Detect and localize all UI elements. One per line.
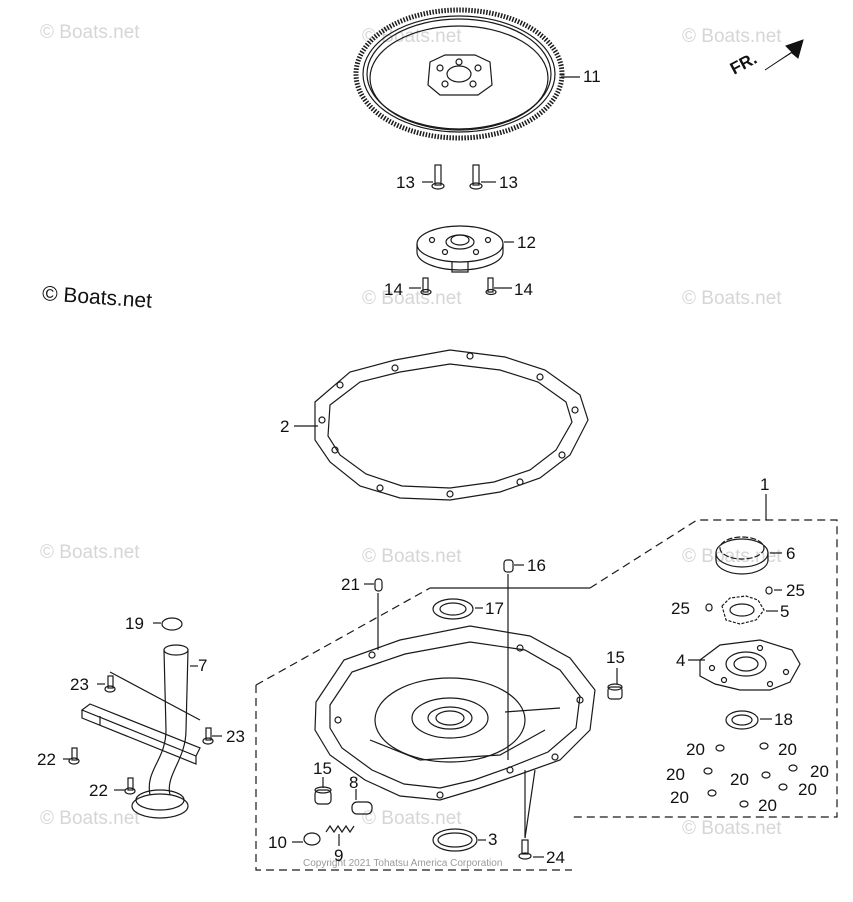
spring-9	[325, 824, 355, 834]
callout-15: 15	[606, 648, 625, 667]
dowel-pin-16	[503, 559, 514, 573]
callout-25: 25	[786, 581, 805, 600]
callout-23: 23	[70, 675, 89, 694]
inner-rotor-5	[721, 595, 765, 625]
callout-14: 14	[384, 280, 403, 299]
o-ring-3	[432, 828, 478, 852]
bolt-23-left	[104, 675, 116, 693]
callout-9: 9	[334, 846, 344, 865]
flywheel	[353, 7, 565, 141]
callout-3: 3	[488, 830, 498, 849]
watermark: © Boats.net	[40, 22, 140, 43]
callout-23: 23	[226, 727, 245, 746]
housing-gasket	[314, 349, 589, 501]
housing-case	[314, 625, 596, 801]
bolt-13-right	[469, 164, 483, 190]
watermark: © Boats.net	[40, 808, 140, 829]
callout-8: 8	[349, 773, 359, 792]
callout-6: 6	[786, 544, 796, 563]
callout-12: 12	[517, 233, 536, 252]
callout-2: 2	[280, 417, 290, 436]
watermark: © Boats.net	[682, 26, 782, 47]
callout-22: 22	[37, 750, 56, 769]
relief-valve-8	[351, 801, 373, 815]
callout-1: 1	[760, 475, 770, 494]
callout-20: 20	[758, 796, 777, 815]
bolt-23-right	[202, 727, 214, 745]
bolt-24	[518, 839, 532, 860]
callout-22: 22	[89, 781, 108, 800]
plug-15-left	[314, 786, 332, 805]
callout-10: 10	[268, 833, 287, 852]
strainer-bracket	[80, 671, 201, 765]
callout-4: 4	[676, 651, 686, 670]
callout-13: 13	[499, 173, 518, 192]
pump-cover-4	[699, 639, 801, 691]
bolt-22-top	[68, 747, 80, 765]
callout-24: 24	[546, 848, 565, 867]
drive-hub	[416, 225, 504, 273]
copyright-notice: Copyright 2021 Tohatsu America Corporati…	[303, 858, 503, 869]
callout-20: 20	[730, 770, 749, 789]
callout-15: 15	[313, 759, 332, 778]
oil-seal-18	[725, 710, 759, 730]
watermark: © Boats.net	[682, 288, 782, 309]
watermark: © Boats.net	[362, 546, 462, 567]
bolt-22-bottom	[124, 777, 136, 795]
callout-16: 16	[527, 556, 546, 575]
bolt-13-left	[431, 164, 445, 190]
o-ring-19	[161, 617, 183, 631]
callout-20: 20	[666, 765, 685, 784]
watermark: © Boats.net	[682, 546, 782, 567]
callout-13: 13	[396, 173, 415, 192]
callout-17: 17	[485, 599, 504, 618]
bolt-14-left	[420, 277, 432, 296]
screws-20	[703, 742, 798, 808]
pin-25-right	[765, 586, 773, 595]
callout-20: 20	[686, 740, 705, 759]
callout-11: 11	[583, 67, 601, 86]
callout-25: 25	[671, 599, 690, 618]
watermark: © Boats.net	[362, 288, 462, 309]
callout-20: 20	[670, 788, 689, 807]
outer-rotor-6	[715, 536, 769, 575]
watermark: © Boats.net	[362, 808, 462, 829]
callout-18: 18	[774, 710, 793, 729]
oil-strainer-7	[131, 644, 189, 819]
bolt-14-right	[485, 277, 497, 296]
callout-20: 20	[798, 780, 817, 799]
oil-seal-17	[432, 598, 474, 620]
watermark: © Boats.net	[682, 818, 782, 839]
callout-5: 5	[780, 602, 790, 621]
front-direction-arrow	[764, 39, 804, 71]
plug-15-right	[607, 683, 623, 700]
callout-20: 20	[778, 740, 797, 759]
callout-21: 21	[341, 575, 360, 594]
callout-19: 19	[125, 614, 144, 633]
callout-7: 7	[198, 656, 208, 675]
watermark: © Boats.net	[362, 26, 462, 47]
watermark: © Boats.net	[40, 542, 140, 563]
pin-25-left	[705, 603, 713, 612]
dowel-pin-21	[374, 578, 383, 592]
plug-10	[303, 832, 321, 846]
callout-20: 20	[810, 762, 829, 781]
callout-14: 14	[514, 280, 533, 299]
